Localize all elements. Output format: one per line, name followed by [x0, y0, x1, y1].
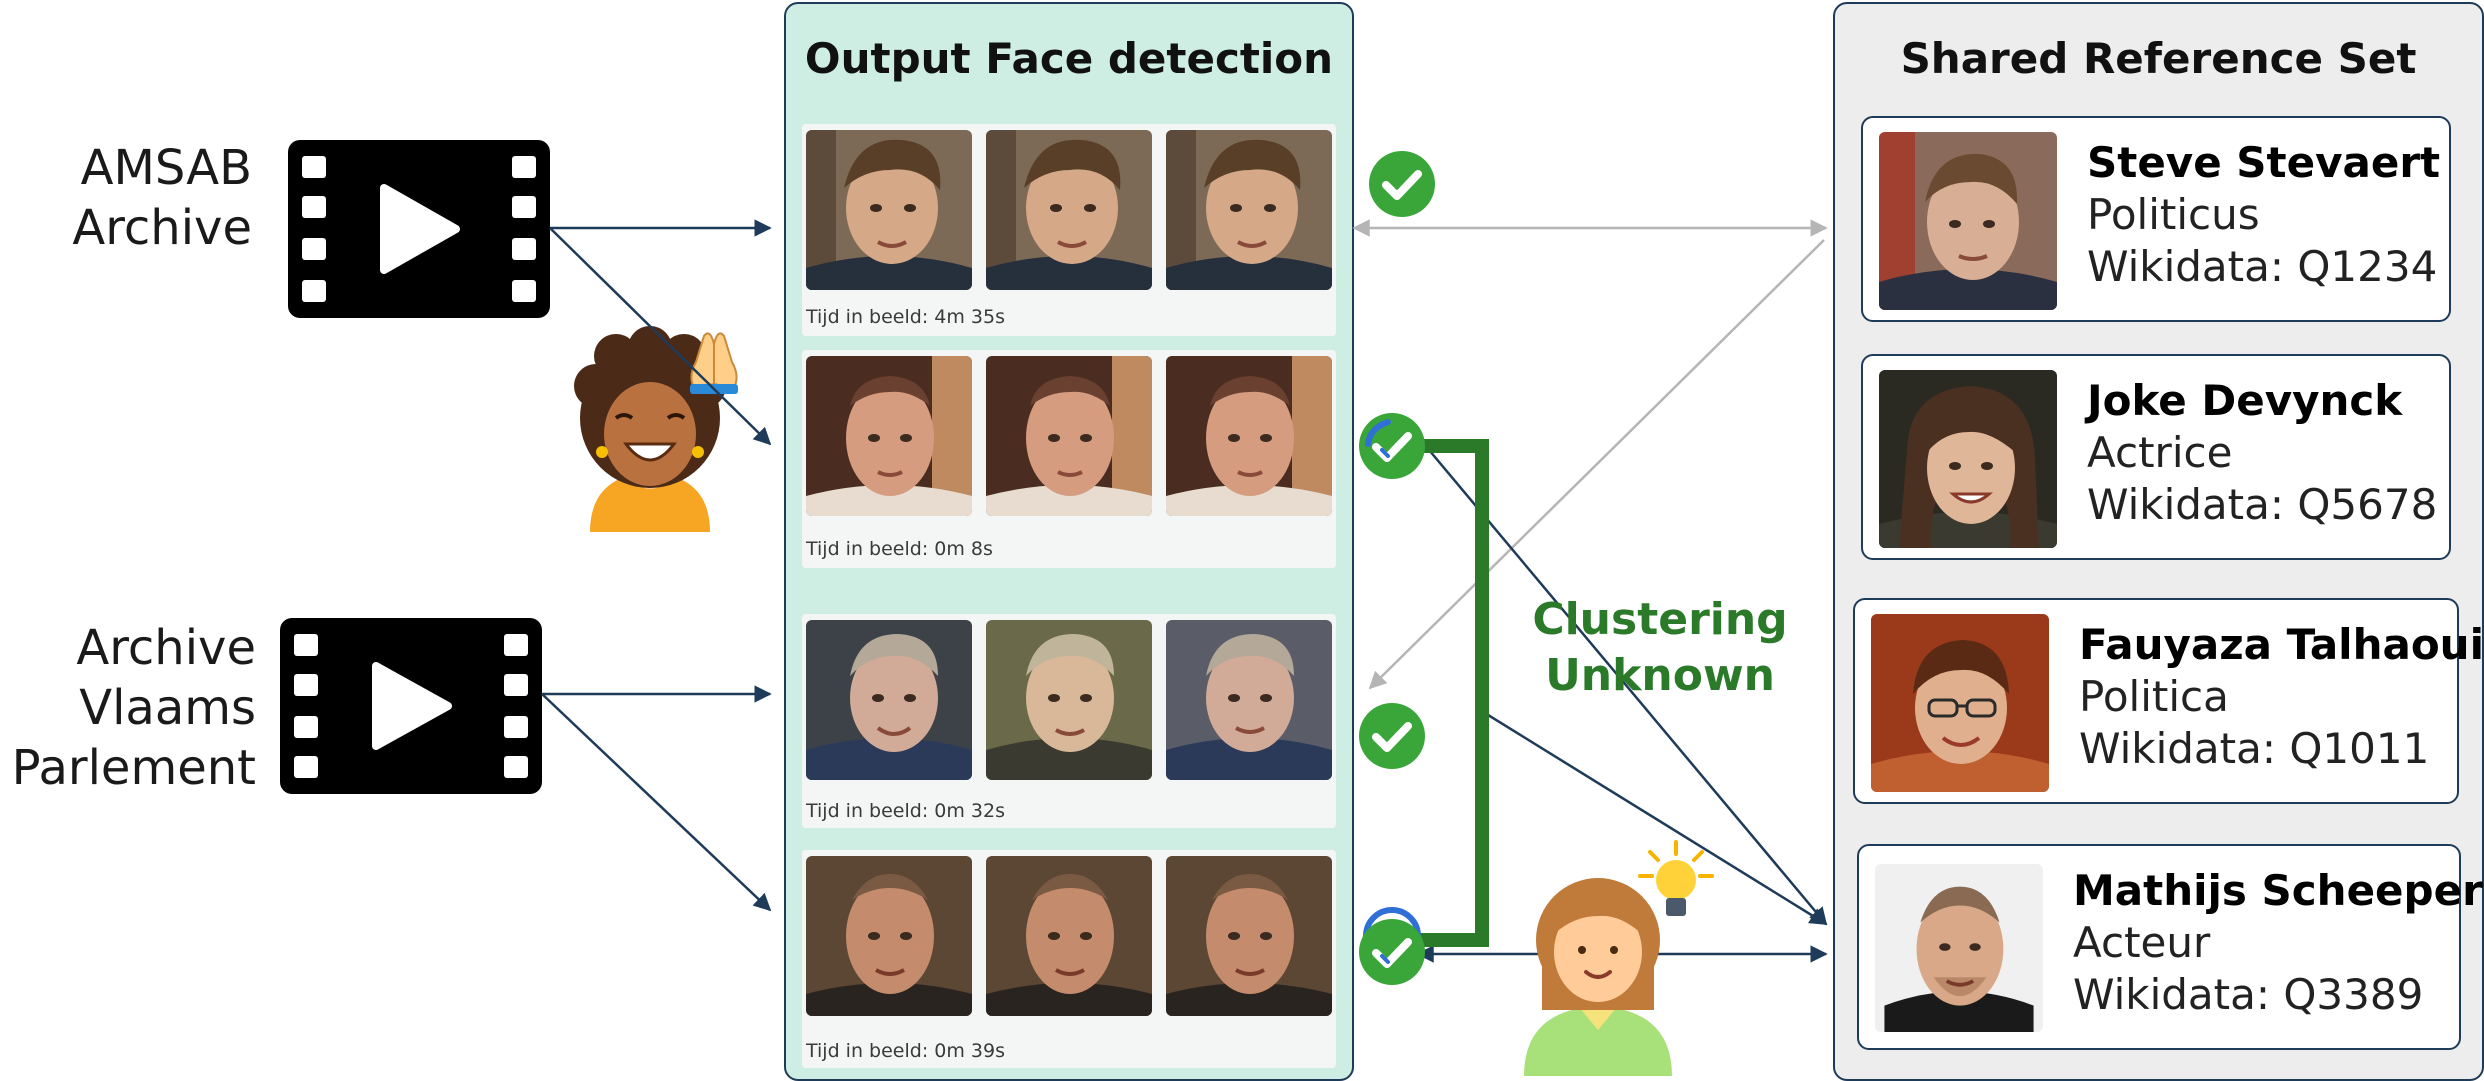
face-thumbnail — [986, 620, 1152, 780]
reference-name: Joke Devynck — [2087, 376, 2403, 425]
reference-wikidata-id[interactable]: Wikidata: Q3389 — [2073, 970, 2424, 1019]
reference-photo — [1879, 132, 2057, 310]
face-detection-panel: Output Face detection Tijd in beeld: 4m … — [784, 2, 1354, 1081]
face-track-card: Tijd in beeld: 0m 39s — [802, 850, 1336, 1068]
annotator-idea-icon — [1524, 840, 1714, 1076]
face-track-card: Tijd in beeld: 0m 8s — [802, 350, 1336, 568]
face-thumbnail — [986, 130, 1152, 290]
arrow — [541, 693, 772, 912]
reference-wikidata-id[interactable]: Wikidata: Q5678 — [2087, 480, 2438, 529]
face-track-card: Tijd in beeld: 0m 32s — [802, 614, 1336, 828]
source-label-amsab: AMSAB Archive — [40, 138, 252, 258]
check-icon — [1359, 907, 1425, 985]
source-label-line: Archive — [76, 620, 256, 676]
check-icon — [1359, 413, 1425, 479]
reference-wikidata-id[interactable]: Wikidata: Q1011 — [2079, 724, 2430, 773]
clustering-label-line: Clustering — [1532, 594, 1788, 645]
cluster-bracket — [1410, 439, 1489, 947]
reference-role: Acteur — [2073, 918, 2211, 967]
face-thumbnail — [1166, 130, 1332, 290]
face-thumbnail — [986, 356, 1152, 516]
reference-role: Politicus — [2087, 190, 2260, 239]
screen-time-caption: Tijd in beeld: 0m 32s — [806, 800, 1005, 822]
check-icon — [1369, 151, 1435, 217]
reference-photo — [1875, 864, 2043, 1032]
source-label-vlaams-parlement: Archive Vlaams Parlement — [0, 618, 256, 798]
reference-card[interactable]: Joke Devynck Actrice Wikidata: Q5678 — [1861, 354, 2451, 560]
clustering-label: Clustering Unknown — [1530, 592, 1790, 704]
source-label-line: Vlaams — [79, 680, 256, 736]
source-label-line: Archive — [72, 200, 252, 256]
video-play-icon — [280, 618, 542, 794]
screen-time-caption: Tijd in beeld: 0m 39s — [806, 1040, 1005, 1062]
reference-role: Politica — [2079, 672, 2229, 721]
check-icon — [1359, 703, 1425, 769]
reference-photo — [1879, 370, 2057, 548]
reference-card[interactable]: Mathijs Scheepers Acteur Wikidata: Q3389 — [1857, 844, 2484, 1050]
reference-name: Fauyaza Talhaoui — [2079, 620, 2484, 669]
video-play-icon — [288, 140, 550, 318]
reference-set-panel: Shared Reference Set Steve Stevaert Poli… — [1833, 2, 2484, 1081]
reference-card[interactable]: Steve Stevaert Politicus Wikidata: Q1234 — [1861, 116, 2451, 322]
source-label-line: AMSAB — [80, 140, 252, 196]
face-thumbnail — [986, 856, 1152, 1016]
face-thumbnail — [806, 130, 972, 290]
face-thumbnail — [1166, 356, 1332, 516]
reference-name: Mathijs Scheepers — [2073, 866, 2484, 915]
face-track-card: Tijd in beeld: 4m 35s — [802, 124, 1336, 336]
screen-time-caption: Tijd in beeld: 0m 8s — [806, 538, 993, 560]
annotator-praying-icon — [574, 326, 738, 532]
reference-name: Steve Stevaert — [2087, 138, 2441, 187]
source-label-line: Parlement — [11, 740, 256, 796]
reference-card[interactable]: Fauyaza Talhaoui Politica Wikidata: Q101… — [1853, 598, 2484, 804]
face-thumbnail — [806, 620, 972, 780]
screen-time-caption: Tijd in beeld: 4m 35s — [806, 306, 1005, 328]
reference-wikidata-id[interactable]: Wikidata: Q1234 — [2087, 242, 2438, 291]
panel-title: Output Face detection — [804, 34, 1334, 83]
face-thumbnail — [806, 856, 972, 1016]
face-thumbnail — [806, 356, 972, 516]
panel-title: Shared Reference Set — [1900, 34, 2417, 83]
face-thumbnail — [1166, 620, 1332, 780]
clustering-label-line: Unknown — [1545, 650, 1775, 701]
reference-role: Actrice — [2087, 428, 2233, 477]
face-thumbnail — [1166, 856, 1332, 1016]
reference-photo — [1871, 614, 2049, 792]
